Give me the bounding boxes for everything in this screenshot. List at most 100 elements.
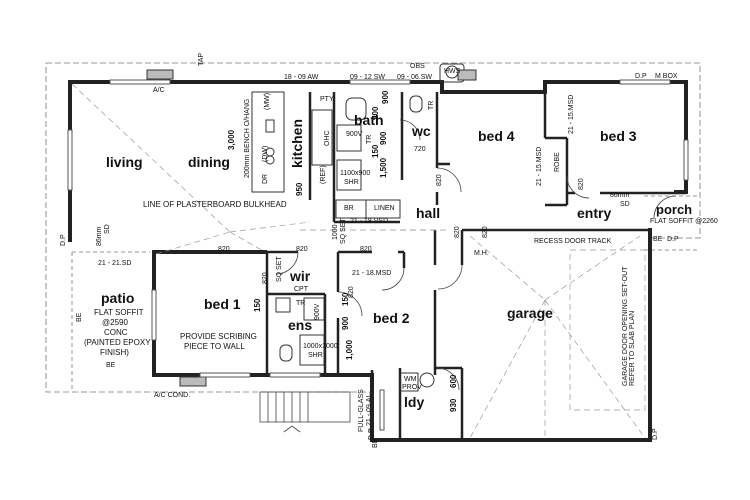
patio-finish: FINISH)	[100, 348, 129, 357]
dim-720: 720	[414, 146, 426, 153]
room-ldy: ldy	[404, 394, 425, 410]
br-label: BR	[344, 205, 354, 212]
dim-900-wc: 900	[379, 131, 388, 145]
door-900v-ens: 900V	[314, 303, 321, 320]
mh-label: M.H.	[474, 250, 489, 257]
sd-86-living: 86mm	[96, 226, 103, 246]
dim-820-bed3: 820	[578, 178, 585, 190]
dim-820-bed2: 820	[360, 246, 372, 253]
ac-cond-label: A/C COND.	[154, 392, 191, 399]
sd-living: SD	[104, 224, 111, 234]
patio-conc: CONC	[104, 328, 128, 337]
shr-1100: 1100x900	[340, 170, 371, 177]
room-bath: bath	[354, 112, 384, 128]
dim-820-garage: 820	[482, 226, 489, 238]
dim-820-bed4: 820	[436, 174, 443, 186]
steps	[259, 391, 351, 423]
room-bed-3: bed 3	[600, 128, 637, 144]
island-bench	[251, 91, 285, 193]
obs-label: OBS	[410, 63, 425, 70]
window-09-12-sw: 09 - 12 SW	[350, 74, 386, 81]
dim-1500-bath: 1,500	[379, 157, 388, 178]
dim-900-bath: 900	[371, 106, 380, 120]
room-ens: ens	[288, 317, 313, 333]
window-21-09-al: 21 - 09.AL	[366, 393, 373, 426]
tap-label: TAP	[198, 52, 205, 66]
dim-150-bed1: 150	[253, 298, 262, 312]
be-garage: BE	[372, 438, 379, 448]
window-21-18-vsd: 21 - 18.VSD	[350, 218, 389, 225]
shr-ens: SHR	[308, 352, 323, 359]
sd-entry: SD	[620, 201, 630, 208]
full-glass-label: FULL-GLASS	[358, 389, 365, 432]
tr-ens: TR	[296, 300, 306, 307]
dim-820-bed2-side: 820	[348, 286, 355, 298]
dim-150-bath: 150	[371, 144, 380, 158]
ohc-label: OHC	[324, 130, 331, 146]
bench-dim: 3,000	[227, 129, 236, 150]
sd-86-entry: 86mm	[610, 192, 630, 199]
bulkhead-note: LINE OF PLASTERBOARD BULKHEAD	[143, 200, 287, 209]
window-21-15-msd-bed3: 21 - 15.MSD	[568, 94, 575, 134]
tr-wc: TR	[428, 100, 435, 110]
dp-top: D.P	[635, 73, 647, 80]
dim-1000-bed2: 1,000	[345, 339, 354, 360]
dp-left: D.P	[60, 234, 67, 246]
be-patio-bottom: BE	[106, 362, 116, 369]
be-patio: BE	[76, 312, 83, 322]
bench-ohang-note: 200mm BENCH O/HANG	[244, 98, 251, 178]
room-wir: wir	[290, 268, 311, 284]
window-21-18-msd: 21 - 18.MSD	[352, 270, 392, 277]
mbox-label: M BOX	[655, 73, 678, 80]
wm-label: WM	[404, 376, 417, 383]
room-bed-2: bed 2	[373, 310, 410, 326]
dim-820-bed1: 820	[262, 272, 269, 284]
sq-set-1000: 1000	[332, 224, 339, 240]
linen-label: LINEN	[374, 205, 395, 212]
tr-bath: TR	[366, 134, 373, 144]
shr-bath: SHR	[344, 179, 359, 186]
window-21-15-msd-bed4: 21 - 15.MSD	[536, 146, 543, 186]
dim-820-bed1-top: 820	[218, 246, 230, 253]
dim-820-ens: 820	[296, 246, 308, 253]
window-18-09-aw: 18 - 09 AW	[284, 74, 319, 81]
mw-label: (MW)	[264, 92, 271, 110]
pty-label: PTY	[320, 96, 334, 103]
hws-label: HWS	[444, 68, 461, 75]
dr-label: DR	[262, 173, 269, 184]
robe-label: ROBE	[554, 152, 561, 172]
dim-600: 600	[449, 374, 458, 388]
dim-900-top: 900	[381, 90, 390, 104]
dp-porch: D.P	[667, 236, 679, 243]
room-hall: hall	[416, 205, 441, 221]
prov-label: PROV	[402, 384, 422, 391]
be-porch: BE	[653, 236, 663, 243]
dw-label: (DW)	[262, 145, 269, 162]
room-living: living	[106, 154, 143, 170]
garage-door-note: GARAGE DOOR OPENING SET-OUT REFER TO SLA…	[622, 266, 636, 386]
dim-950: 950	[295, 182, 304, 196]
ac-unit	[146, 69, 174, 80]
door-900v-bath: 900V	[346, 131, 363, 138]
scribing-note-1: PROVIDE SCRIBING	[180, 332, 257, 341]
window-21-21-sd: 21 - 21.SD	[98, 260, 132, 267]
ac-label: A/C	[153, 87, 165, 94]
recess-door-track: RECESS DOOR TRACK	[534, 238, 612, 245]
room-entry: entry	[577, 205, 612, 221]
wall-north-west	[68, 80, 314, 96]
room-dining: dining	[188, 154, 230, 170]
shr-1000: 1000x1000	[303, 343, 338, 350]
room-bed-1: bed 1	[204, 296, 241, 312]
dim-900-bed2: 900	[341, 316, 350, 330]
porch-soffit: FLAT SOFFIT @2260	[650, 218, 718, 225]
dim-930: 930	[449, 398, 458, 412]
sq-set-wir: SQ SET	[276, 256, 283, 282]
room-garage: garage	[507, 305, 553, 321]
dp-garage-right: D.P	[652, 428, 659, 440]
sq-set-hall: SQ SET	[340, 218, 347, 244]
window-09-06-sw: 09 - 06.SW	[397, 74, 433, 81]
scribing-note-2: PIECE TO WALL	[184, 342, 245, 351]
room-bed-4: bed 4	[478, 128, 515, 144]
room-porch: porch	[656, 202, 693, 217]
